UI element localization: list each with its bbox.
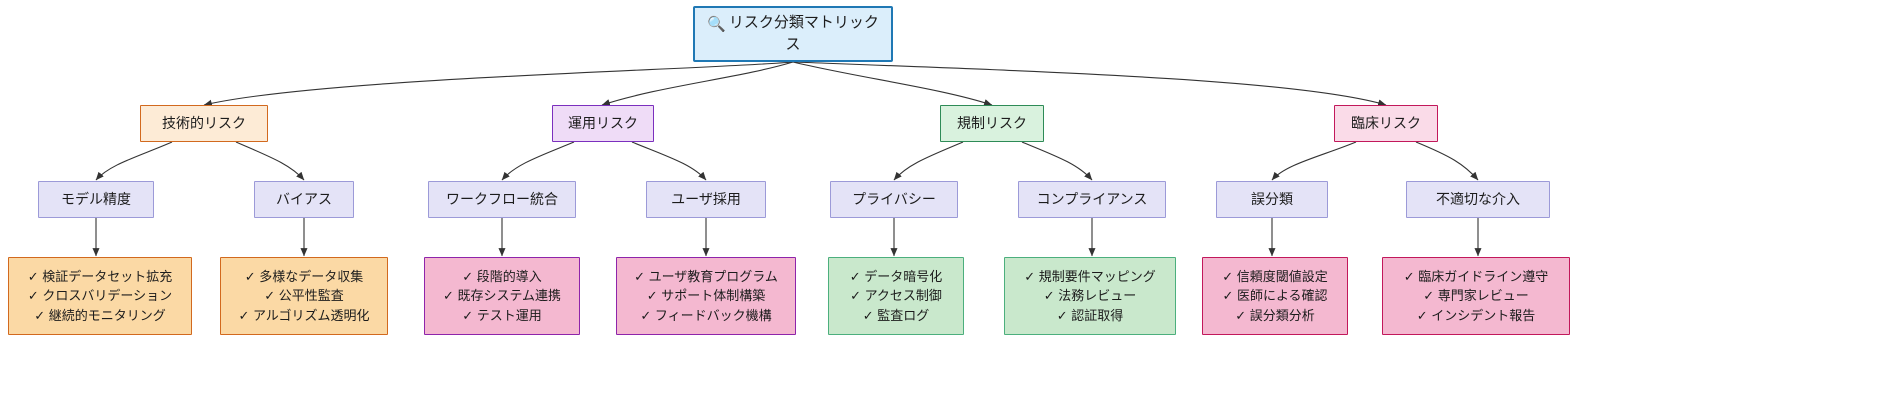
- category-label-tech: 技術的リスク: [162, 115, 246, 132]
- leaf-2-line-3: ✓ アルゴリズム透明化: [238, 307, 370, 323]
- sub-label-5: プライバシー: [852, 191, 936, 208]
- node-sub-bias[interactable]: バイアス: [254, 181, 354, 218]
- node-leaf-2[interactable]: ✓ 多様なデータ収集 ✓ 公平性監査 ✓ アルゴリズム透明化: [220, 257, 388, 335]
- leaf-2-line-1: ✓ 多様なデータ収集: [244, 268, 364, 284]
- sub-label-8: 不適切な介入: [1436, 191, 1520, 208]
- node-leaf-5[interactable]: ✓ データ暗号化 ✓ アクセス制御 ✓ 監査ログ: [828, 257, 964, 335]
- node-sub-compliance[interactable]: コンプライアンス: [1018, 181, 1166, 218]
- leaf-3-line-2: ✓ 既存システム連携: [442, 288, 562, 304]
- node-sub-model-accuracy[interactable]: モデル精度: [38, 181, 154, 218]
- leaf-7-line-3: ✓ 誤分類分析: [1235, 307, 1315, 323]
- leaf-5-line-3: ✓ 監査ログ: [862, 307, 930, 323]
- node-leaf-7[interactable]: ✓ 信頼度閾値設定 ✓ 医師による確認 ✓ 誤分類分析: [1202, 257, 1348, 335]
- leaf-3-lines: ✓ 段階的導入 ✓ 既存システム連携 ✓ テスト運用: [425, 268, 579, 325]
- leaf-4-line-3: ✓ フィードバック機構: [640, 307, 772, 323]
- leaf-1-line-1: ✓ 検証データセット拡充: [27, 268, 173, 284]
- leaf-4-line-1: ✓ ユーザ教育プログラム: [634, 268, 778, 284]
- leaf-2-line-2: ✓ 公平性監査: [264, 288, 344, 304]
- node-leaf-1[interactable]: ✓ 検証データセット拡充 ✓ クロスバリデーション ✓ 継続的モニタリング: [8, 257, 192, 335]
- leaf-5-line-1: ✓ データ暗号化: [849, 268, 943, 284]
- leaf-2-lines: ✓ 多様なデータ収集 ✓ 公平性監査 ✓ アルゴリズム透明化: [221, 268, 387, 325]
- leaf-6-line-2: ✓ 法務レビュー: [1043, 288, 1137, 304]
- leaf-5-lines: ✓ データ暗号化 ✓ アクセス制御 ✓ 監査ログ: [829, 268, 963, 325]
- category-label-ops: 運用リスク: [568, 115, 638, 132]
- leaf-1-line-3: ✓ 継続的モニタリング: [34, 307, 166, 323]
- node-leaf-8[interactable]: ✓ 臨床ガイドライン遵守 ✓ 専門家レビュー ✓ インシデント報告: [1382, 257, 1570, 335]
- node-category-clin[interactable]: 臨床リスク: [1334, 105, 1438, 142]
- node-sub-workflow-integration[interactable]: ワークフロー統合: [428, 181, 576, 218]
- sub-label-1: モデル精度: [61, 191, 131, 208]
- sub-label-7: 誤分類: [1251, 191, 1293, 208]
- node-leaf-4[interactable]: ✓ ユーザ教育プログラム ✓ サポート体制構築 ✓ フィードバック機構: [616, 257, 796, 335]
- node-sub-privacy[interactable]: プライバシー: [830, 181, 958, 218]
- leaf-8-line-1: ✓ 臨床ガイドライン遵守: [1403, 268, 1549, 284]
- category-label-clin: 臨床リスク: [1351, 115, 1421, 132]
- category-label-reg: 規制リスク: [957, 115, 1027, 132]
- leaf-8-line-3: ✓ インシデント報告: [1416, 307, 1536, 323]
- leaf-8-line-2: ✓ 専門家レビュー: [1423, 288, 1529, 304]
- magnifier-icon: 🔍: [707, 15, 726, 33]
- leaf-6-line-1: ✓ 規制要件マッピング: [1024, 268, 1156, 284]
- leaf-4-line-2: ✓ サポート体制構築: [646, 288, 766, 304]
- node-category-tech[interactable]: 技術的リスク: [140, 105, 268, 142]
- leaf-1-lines: ✓ 検証データセット拡充 ✓ クロスバリデーション ✓ 継続的モニタリング: [9, 268, 191, 325]
- sub-label-6: コンプライアンス: [1036, 191, 1148, 208]
- leaf-6-lines: ✓ 規制要件マッピング ✓ 法務レビュー ✓ 認証取得: [1005, 268, 1175, 325]
- leaf-8-lines: ✓ 臨床ガイドライン遵守 ✓ 専門家レビュー ✓ インシデント報告: [1383, 268, 1569, 325]
- leaf-7-lines: ✓ 信頼度閾値設定 ✓ 医師による確認 ✓ 誤分類分析: [1203, 268, 1347, 325]
- leaf-3-line-1: ✓ 段階的導入: [462, 268, 542, 284]
- sub-label-3: ワークフロー統合: [446, 191, 558, 208]
- leaf-4-lines: ✓ ユーザ教育プログラム ✓ サポート体制構築 ✓ フィードバック機構: [617, 268, 795, 325]
- root-label: 🔍リスク分類マトリックス: [707, 13, 879, 53]
- node-category-ops[interactable]: 運用リスク: [552, 105, 654, 142]
- leaf-7-line-2: ✓ 医師による確認: [1222, 288, 1328, 304]
- node-category-reg[interactable]: 規制リスク: [940, 105, 1044, 142]
- node-sub-misclassification[interactable]: 誤分類: [1216, 181, 1328, 218]
- node-sub-user-adoption[interactable]: ユーザ採用: [646, 181, 766, 218]
- sub-label-4: ユーザ採用: [671, 191, 741, 208]
- leaf-1-line-2: ✓ クロスバリデーション: [27, 288, 173, 304]
- node-leaf-6[interactable]: ✓ 規制要件マッピング ✓ 法務レビュー ✓ 認証取得: [1004, 257, 1176, 335]
- node-sub-inappropriate-intervention[interactable]: 不適切な介入: [1406, 181, 1550, 218]
- leaf-5-line-2: ✓ アクセス制御: [850, 288, 942, 304]
- leaf-3-line-3: ✓ テスト運用: [462, 307, 542, 323]
- node-root[interactable]: 🔍リスク分類マトリックス: [693, 6, 893, 62]
- leaf-6-line-3: ✓ 認証取得: [1056, 307, 1124, 323]
- sub-label-2: バイアス: [276, 191, 332, 208]
- leaf-7-line-1: ✓ 信頼度閾値設定: [1222, 268, 1328, 284]
- node-leaf-3[interactable]: ✓ 段階的導入 ✓ 既存システム連携 ✓ テスト運用: [424, 257, 580, 335]
